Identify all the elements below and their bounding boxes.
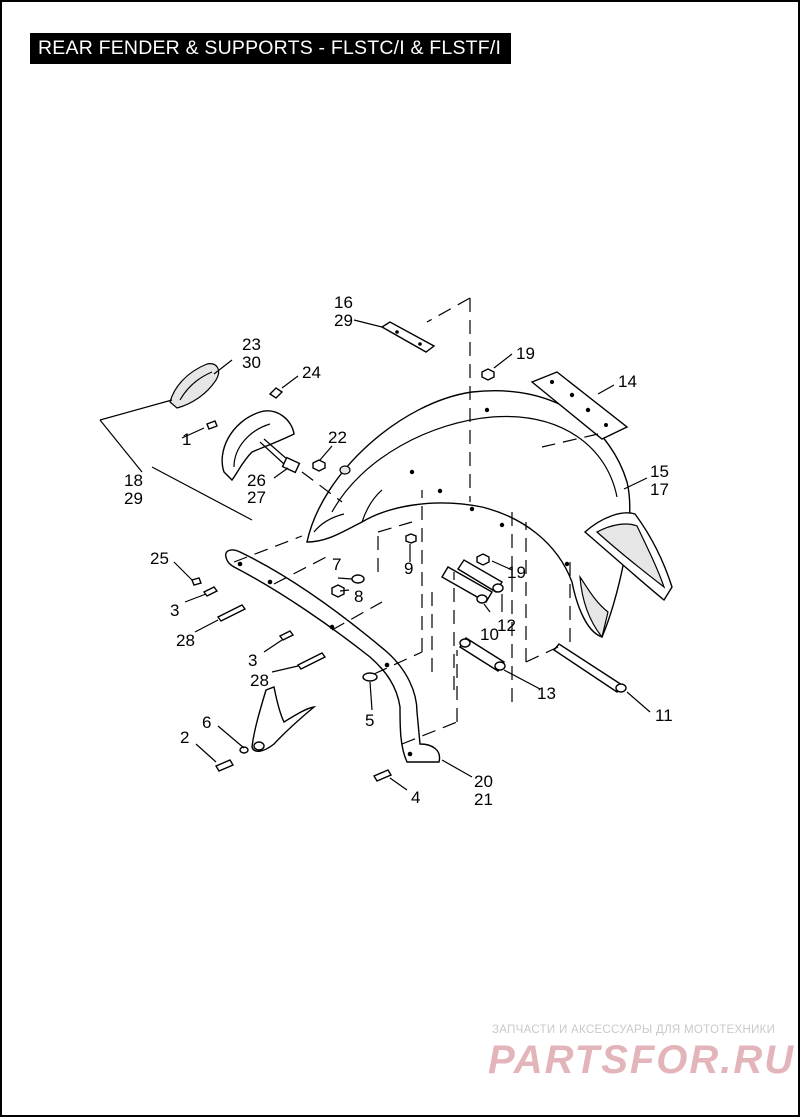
callout-20: 20 [474,772,493,791]
callout-28b: 28 [250,671,269,690]
callout-19b: 19 [507,563,526,582]
callout-11: 11 [655,706,673,725]
tail-lamp-lens [169,363,220,409]
callout-10: 10 [480,625,499,644]
top-strip [380,321,436,353]
rear-fender [306,390,631,639]
nut-9 [405,533,417,544]
callout-16: 16 [334,293,353,312]
screw-4 [372,769,393,782]
callout-2: 2 [180,728,189,747]
callout-25: 25 [150,549,169,568]
callouts: 16 29 19 23 30 24 14 1 22 15 17 26 18 27… [124,293,673,809]
page-title: REAR FENDER & SUPPORTS - FLSTC/I & FLSTF… [30,33,512,64]
svg-text:PARTSFOR.RU: PARTSFOR.RU [488,1038,795,1081]
callout-7: 7 [332,555,341,574]
callout-13: 13 [537,684,556,703]
leader-lines [99,319,651,791]
callout-17: 17 [650,480,669,499]
screw-3-lower [278,630,295,641]
callout-12: 12 [497,616,516,635]
callout-4: 4 [411,788,420,807]
callout-3b: 3 [248,651,257,670]
fender-support-rail [225,549,441,763]
callout-28: 28 [176,631,195,650]
screw-1 [206,420,218,430]
screw-2 [214,759,235,772]
washer-6 [239,746,249,754]
screw-3-upper [202,586,219,597]
callout-18: 18 [124,471,143,490]
dashed-guides [233,297,599,745]
callout-3: 3 [170,601,179,620]
nut-8 [331,584,345,598]
stud-28-upper [216,604,247,622]
callout-14: 14 [618,372,637,391]
callout-1: 1 [182,430,191,449]
callout-6: 6 [202,713,211,732]
callout-23: 23 [242,335,261,354]
lamp-housing [221,410,301,482]
fender-bracket [530,371,629,440]
callout-29b: 29 [124,489,143,508]
callout-9: 9 [404,559,413,578]
spacer-bar [459,637,506,672]
callout-19: 19 [516,344,535,363]
callout-26: 26 [247,471,266,490]
callout-27: 27 [247,488,266,507]
screw-25 [191,577,202,586]
bulb [268,387,284,399]
callout-29: 29 [334,311,353,330]
nut-19-top [481,368,495,381]
nut-19-lower [476,553,490,566]
axle-rod [552,643,627,693]
callout-5: 5 [365,711,374,730]
callout-21: 21 [474,790,493,809]
washer-7 [351,574,365,584]
watermark-caption: ЗАПЧАСТИ И АКСЕССУАРЫ ДЛЯ МОТОТЕХНИКИ [492,1024,776,1036]
callout-30: 30 [242,353,261,372]
callout-22: 22 [328,428,347,447]
callout-15: 15 [650,462,669,481]
watermark-logo: PARTSFOR.RU [488,1038,795,1081]
callout-24: 24 [302,363,321,382]
stud-28-lower [296,652,327,670]
fender-tip [583,512,673,602]
callout-8: 8 [354,587,363,606]
strut-bracket [251,686,317,752]
washer-5 [362,672,378,682]
bracket-plates [441,559,504,604]
nut-22 [312,459,326,472]
